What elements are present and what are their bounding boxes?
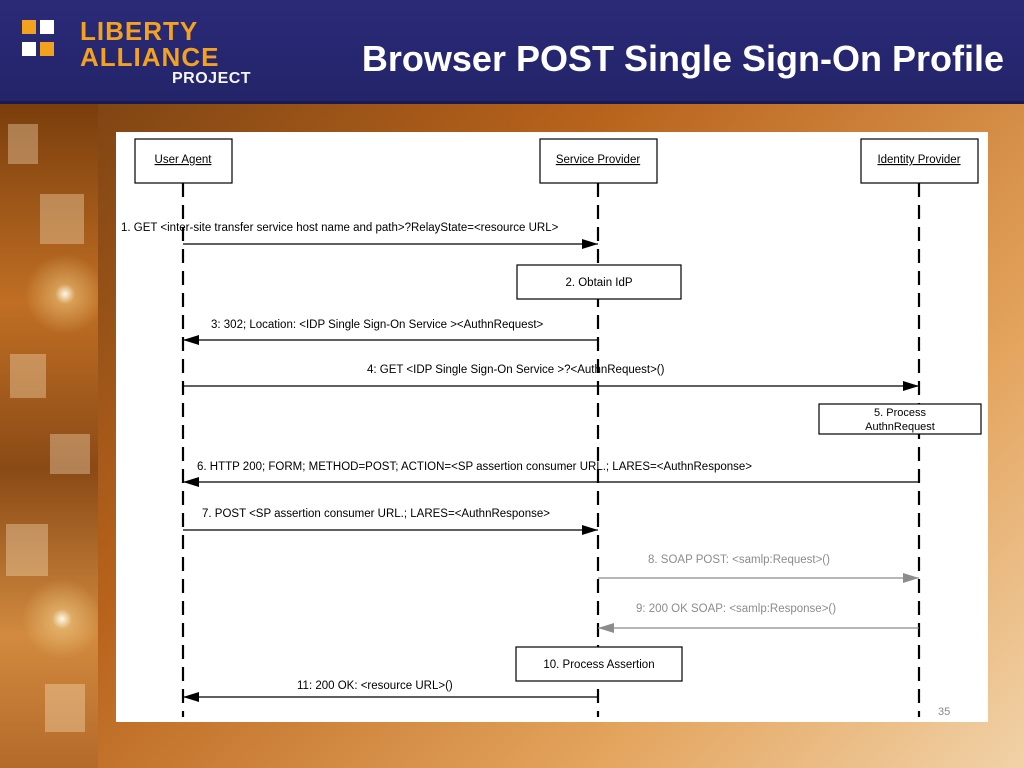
- step-2-box: [516, 264, 682, 300]
- slide-header: LIBERTY ALLIANCE PROJECT Browser POST Si…: [0, 0, 1024, 104]
- step-5-box: [818, 403, 982, 435]
- page-number: 35: [938, 706, 951, 718]
- actor-service-provider-label: Service Provider: [556, 154, 641, 166]
- message-3-label: 3: 302; Location: <IDP Single Sign-On Se…: [211, 319, 544, 331]
- slide-title: Browser POST Single Sign-On Profile: [361, 38, 1004, 79]
- actor-user-agent-label: User Agent: [155, 154, 213, 166]
- actor-identity-provider-label: Identity Provider: [877, 154, 960, 166]
- step-5-label-line2: AuthnRequest: [865, 421, 935, 433]
- sequence-diagram: User Agent Service Provider Identity Pro…: [121, 138, 982, 717]
- message-8-label: 8. SOAP POST: <samlp:Request>(): [648, 554, 830, 566]
- logo-project-text: PROJECT: [172, 70, 252, 87]
- message-4-label: 4: GET <IDP Single Sign-On Service >?<Au…: [367, 364, 665, 376]
- actor-service-provider: Service Provider: [539, 138, 658, 184]
- message-11-label: 11: 200 OK: <resource URL>(): [297, 680, 453, 692]
- liberty-alliance-logo: LIBERTY ALLIANCE PROJECT: [22, 16, 252, 92]
- logo-alliance-text: ALLIANCE: [80, 42, 220, 72]
- sequence-diagram-panel: User Agent Service Provider Identity Pro…: [116, 132, 988, 722]
- message-6-label: 6. HTTP 200; FORM; METHOD=POST; ACTION=<…: [197, 461, 752, 473]
- decorative-side-strip: [0, 104, 98, 768]
- step-10-label: 10. Process Assertion: [543, 659, 654, 671]
- message-7-label: 7. POST <SP assertion consumer URL.; LAR…: [202, 508, 550, 520]
- message-9-label: 9: 200 OK SOAP: <samlp:Response>(): [636, 603, 836, 615]
- actor-identity-provider: Identity Provider: [860, 138, 979, 184]
- message-1-label: 1. GET <inter-site transfer service host…: [121, 222, 559, 234]
- step-10-box: [515, 646, 683, 682]
- step-2-label: 2. Obtain IdP: [565, 277, 632, 289]
- logo-liberty-text: LIBERTY: [80, 16, 199, 46]
- step-5-label-line1: 5. Process: [874, 407, 926, 419]
- actor-user-agent: User Agent: [134, 138, 233, 184]
